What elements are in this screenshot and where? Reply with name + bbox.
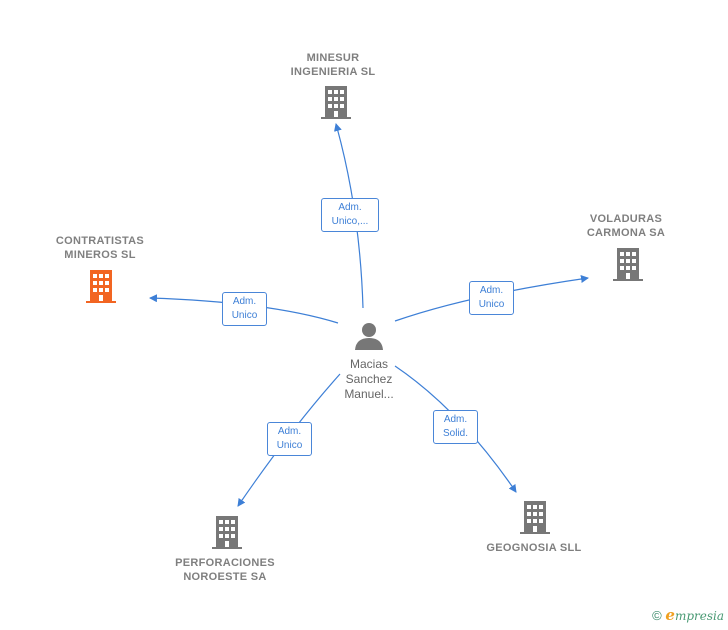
edge-label-perforaciones[interactable]: Adm. Unico xyxy=(267,422,312,456)
brand-logo[interactable]: empresia xyxy=(665,606,724,624)
node-label-voladuras[interactable]: VOLADURAS CARMONA SA xyxy=(586,213,666,239)
copyright-icon: © xyxy=(652,608,662,623)
perforaciones-building-icon[interactable] xyxy=(212,516,242,549)
node-label-minesur[interactable]: MINESUR INGENIERIA SL xyxy=(290,52,376,78)
minesur-building-icon[interactable] xyxy=(321,86,351,119)
edge-label-geognosia[interactable]: Adm. Solid. xyxy=(433,410,478,444)
node-label-geognosia[interactable]: GEOGNOSIA SLL xyxy=(486,542,582,554)
person-icon[interactable] xyxy=(355,323,383,350)
footer-brand: © empresia xyxy=(652,606,724,624)
node-label-perforaciones[interactable]: PERFORACIONES NOROESTE SA xyxy=(175,557,275,583)
node-label-contratistas[interactable]: CONTRATISTAS MINEROS SL xyxy=(55,235,145,261)
geognosia-building-icon[interactable] xyxy=(520,501,550,534)
person-label[interactable]: Macias Sanchez Manuel... xyxy=(344,357,394,401)
edge-label-voladuras[interactable]: Adm. Unico xyxy=(469,281,514,315)
voladuras-building-icon[interactable] xyxy=(613,248,643,281)
edge-label-contratistas[interactable]: Adm. Unico xyxy=(222,292,267,326)
edge-label-minesur[interactable]: Adm. Unico,... xyxy=(321,198,379,232)
contratistas-building-icon[interactable] xyxy=(86,270,116,303)
